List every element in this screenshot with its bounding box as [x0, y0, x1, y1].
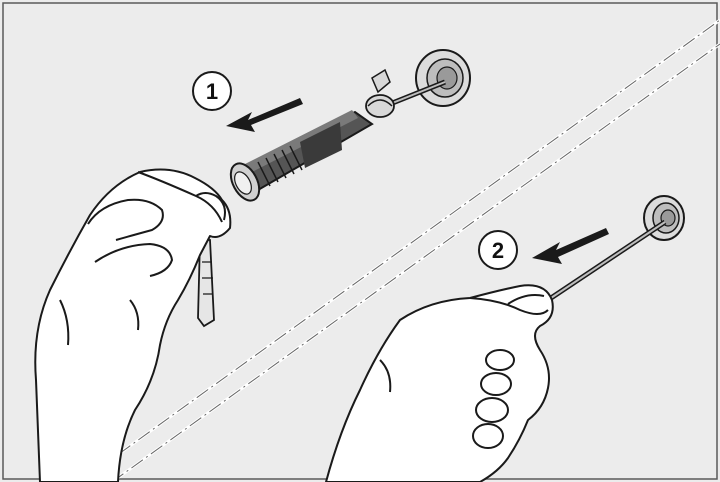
- step-2-number: 2: [492, 238, 504, 263]
- wall-grommet-step1: [415, 49, 471, 107]
- arrow-left-icon: [226, 98, 303, 132]
- step-1-badge: 1: [192, 71, 232, 111]
- hand-step2: [325, 284, 554, 482]
- arrow-left-icon: [532, 228, 609, 264]
- step-2-badge: 2: [478, 230, 518, 270]
- step-1-number: 1: [206, 79, 218, 104]
- hand-step1: [34, 168, 232, 482]
- cable-knot: [365, 68, 395, 118]
- wall-edge-lines: [79, 18, 720, 482]
- lock-cylinder-device: [229, 110, 374, 202]
